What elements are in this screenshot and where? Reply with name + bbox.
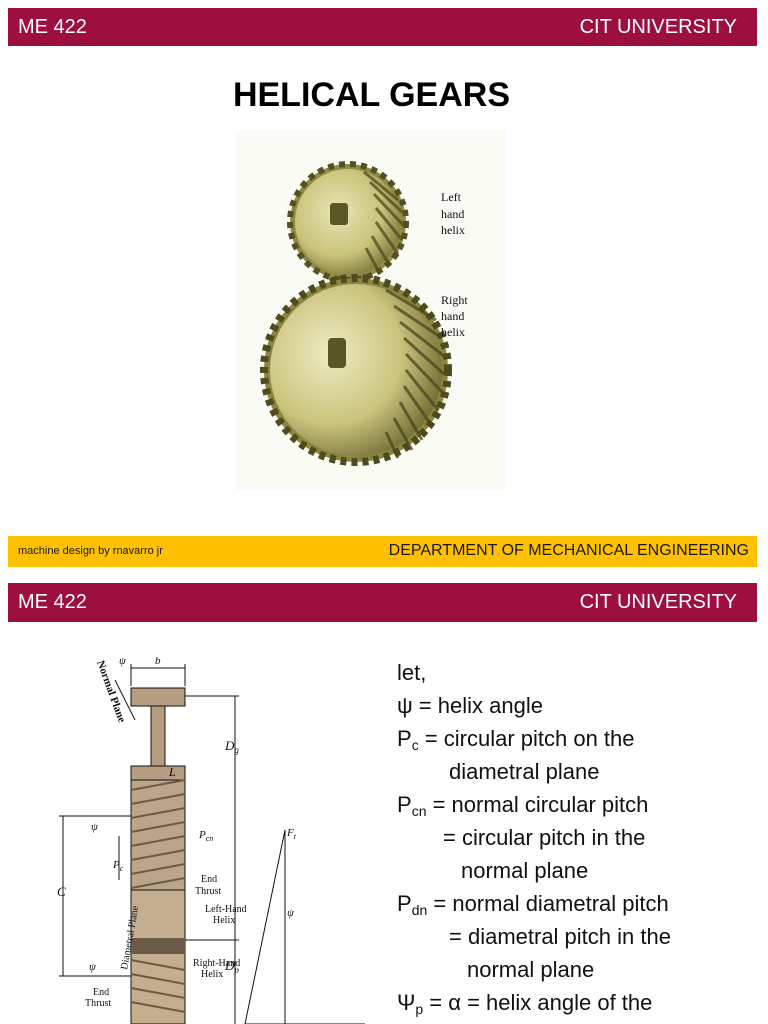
pcn-definition-cont-1: = circular pitch in the — [443, 825, 646, 850]
large-gear — [260, 274, 452, 466]
left-hand-helix-label-2: Helix — [213, 915, 235, 926]
psip-definition: Ψp = α = helix angle of the — [397, 990, 653, 1017]
pc-definition-cont: diametral plane — [449, 759, 600, 784]
slide1-header-bar: ME 422 CIT UNIVERSITY — [8, 8, 757, 46]
right-hand-helix-label-2: Helix — [201, 969, 223, 980]
let-line: let, — [397, 660, 427, 685]
pcn-definition-cont-2: normal plane — [461, 858, 589, 883]
left-hand-helix-label-1: Left-Hand — [205, 904, 247, 915]
normal-plane-label: Normal Plane — [94, 659, 128, 724]
right-helix-label-1: Right — [441, 293, 468, 307]
right-helix-label-2: hand — [441, 309, 464, 323]
slide1-footer-bar: machine design by rnavarro jr DEPARTMENT… — [8, 536, 757, 567]
pcn-definition: Pcn = normal circular pitch — [397, 792, 649, 819]
psi-label-bottom: ψ — [89, 961, 96, 973]
course-code: ME 422 — [18, 16, 87, 38]
psi-definition: ψ = helix angle — [397, 693, 543, 718]
psi-label-triangle: ψ — [287, 907, 294, 919]
slide2-header-bar: ME 422 CIT UNIVERSITY — [8, 583, 757, 622]
dp-label: Dp — [224, 958, 239, 975]
dg-label: Dg — [224, 738, 239, 755]
pdn-definition-cont-2: normal plane — [467, 957, 595, 982]
pc-definition: Pc = circular pitch on the — [397, 726, 635, 753]
end-thrust-bottom-label-1: End — [93, 987, 109, 998]
end-thrust-bottom-label-2: Thrust — [85, 998, 111, 1009]
slide-title: HELICAL GEARS — [232, 76, 511, 114]
small-gear — [287, 161, 409, 283]
left-helix-label-3: helix — [441, 223, 465, 237]
footer-author: machine design by rnavarro jr — [18, 545, 163, 557]
end-thrust-label-1: End — [201, 874, 217, 885]
psi-label-mid: ψ — [91, 821, 98, 833]
pc-label: Pc — [112, 859, 124, 873]
definitions-text: let, ψ = helix angle Pc = circular pitch… — [397, 656, 671, 1019]
center-distance-label: C — [57, 884, 66, 899]
university-name: CIT UNIVERSITY — [579, 591, 737, 613]
length-l-label: L — [168, 765, 176, 779]
width-b-label: b — [155, 655, 161, 667]
ft-label: Ft — [286, 827, 297, 841]
right-hand-helix-label-1: Right-Hand — [193, 958, 240, 969]
pdn-definition-cont-1: = diametral pitch in the — [449, 924, 671, 949]
right-helix-label-3: helix — [441, 325, 465, 339]
pdn-definition: Pdn = normal diametral pitch — [397, 891, 669, 918]
footer-department: DEPARTMENT OF MECHANICAL ENGINEERING — [388, 542, 749, 559]
psi-label-top: ψ — [119, 655, 126, 667]
left-helix-label-2: hand — [441, 207, 464, 221]
pcn-label: Pcn — [198, 829, 213, 843]
helical-gears-image: Left hand helix Right hand helix — [236, 130, 506, 490]
left-helix-label-1: Left — [441, 190, 462, 204]
university-name: CIT UNIVERSITY — [579, 16, 737, 38]
course-code: ME 422 — [18, 591, 87, 613]
helical-gear-geometry-diagram: Normal Plane ψ b L Dg Dp C — [57, 655, 365, 1024]
end-thrust-label-2: Thrust — [195, 886, 221, 897]
